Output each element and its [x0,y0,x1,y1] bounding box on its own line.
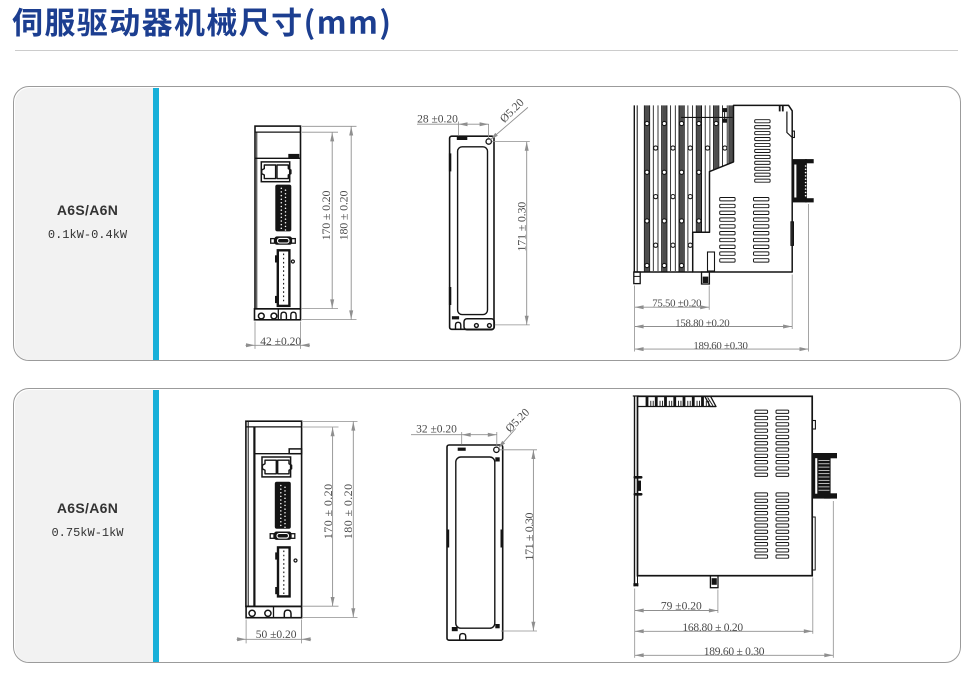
svg-text:189.60 ± 0.30: 189.60 ± 0.30 [704,646,765,658]
svg-text:75.50 ±0.20: 75.50 ±0.20 [652,298,701,310]
svg-text:32 ±0.20: 32 ±0.20 [416,424,457,436]
svg-text:180 ± 0.20: 180 ± 0.20 [341,484,355,540]
svg-text:50 ±0.20: 50 ±0.20 [256,629,297,641]
svg-text:171 ± 0.30: 171 ± 0.30 [515,202,529,252]
svg-text:170 ± 0.20: 170 ± 0.20 [319,191,333,241]
svg-text:189.60 ±0.30: 189.60 ±0.30 [693,340,747,352]
svg-text:171 ± 0.30: 171 ± 0.30 [522,513,536,561]
svg-text:79 ±0.20: 79 ±0.20 [661,600,702,612]
svg-text:42 ±0.20: 42 ±0.20 [260,336,301,348]
svg-text:28 ±0.20: 28 ±0.20 [417,114,458,126]
svg-text:168.80 ± 0.20: 168.80 ± 0.20 [682,622,743,634]
svg-text:180 ± 0.20: 180 ± 0.20 [337,191,351,241]
svg-text:170 ± 0.20: 170 ± 0.20 [321,484,335,540]
svg-text:158.80 ±0.20: 158.80 ±0.20 [675,317,729,329]
svg-text:Ø5.20: Ø5.20 [504,406,533,435]
